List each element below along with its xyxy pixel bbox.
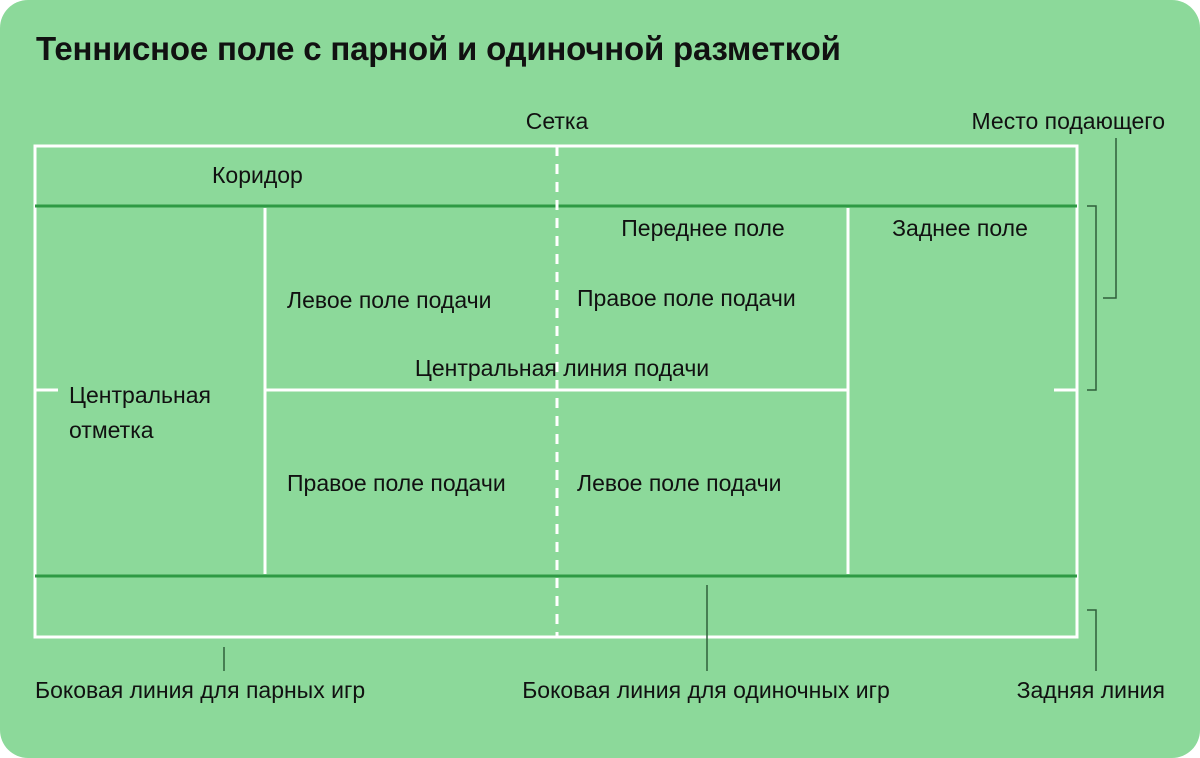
center-mark-label-line-2: отметка <box>69 417 154 443</box>
baseline-leader <box>1087 609 1097 671</box>
diagram-title: Теннисное поле с парной и одиночной разм… <box>36 30 841 67</box>
alley-label: Коридор <box>212 162 303 188</box>
front-court-label: Переднее поле <box>621 215 785 241</box>
center-service-line-label: Центральная линия подачи <box>414 355 710 381</box>
server-spot-label: Место подающего <box>971 108 1165 134</box>
right-service-box-bottom-label: Правое поле подачи <box>287 470 506 496</box>
back-court-label: Заднее поле <box>892 215 1028 241</box>
center-mark-label: Центральная отметка <box>69 378 211 448</box>
server-spot-leader <box>1103 138 1117 299</box>
net-label: Сетка <box>525 108 589 134</box>
baseline-label: Задняя линия <box>1016 677 1165 703</box>
singles-sideline-label: Боковая линия для одиночных игр <box>522 677 890 703</box>
back-court-bracket <box>1087 205 1097 391</box>
center-mark-label-line-1: Центральная <box>69 382 211 408</box>
left-service-box-bottom-label: Левое поле подачи <box>577 470 782 496</box>
left-service-box-top-label: Левое поле подачи <box>287 287 492 313</box>
right-service-box-top-label: Правое поле подачи <box>577 285 796 311</box>
doubles-sideline-label: Боковая линия для парных игр <box>35 677 366 703</box>
